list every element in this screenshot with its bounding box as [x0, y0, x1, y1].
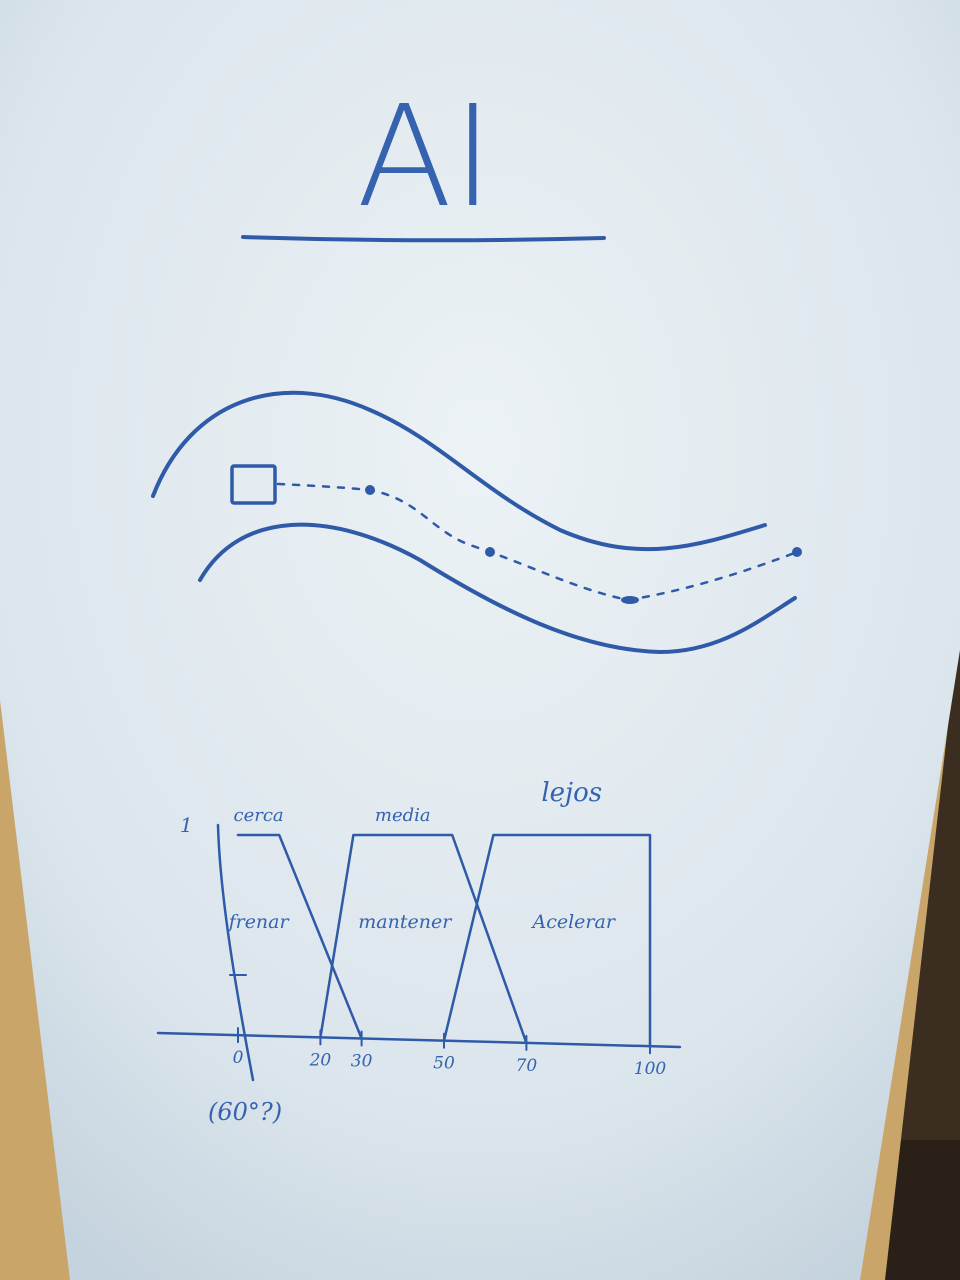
- car-box: [230, 464, 277, 505]
- waypoint-dot: [485, 547, 495, 557]
- action-label-acelerar: Acelerar: [530, 911, 616, 933]
- y-tick-label: 1: [180, 813, 193, 837]
- waypoint-dot: [792, 547, 802, 557]
- waypoint-dot: [621, 596, 639, 604]
- set-label-media: media: [375, 805, 431, 826]
- x-tick-label: 20: [309, 1050, 332, 1070]
- membership-curves: [236, 833, 652, 1048]
- x-ticks: 0 20 30 50 70 100: [233, 1027, 667, 1079]
- road-top-edge: [151, 390, 767, 552]
- angle-note: (60°?): [208, 1098, 282, 1126]
- action-label-mantener: mantener: [358, 911, 453, 933]
- action-label-frenar: frenar: [227, 911, 291, 933]
- x-tick-label: 100: [634, 1059, 667, 1079]
- membership-curve-media: [319, 833, 528, 1045]
- road-diagram: [151, 390, 802, 654]
- board-title: AI: [356, 76, 493, 239]
- membership-curve-lejos: [442, 833, 652, 1048]
- set-label-lejos: lejos: [541, 778, 602, 808]
- x-tick-label: 0: [233, 1048, 244, 1068]
- membership-curve-cerca: [236, 833, 363, 1040]
- set-label-cerca: cerca: [234, 805, 284, 826]
- path-dashed-line: [276, 482, 799, 602]
- x-tick-label: 70: [516, 1056, 538, 1076]
- x-tick-label: 50: [433, 1054, 455, 1074]
- title-underline: [241, 235, 606, 243]
- y-axis: [216, 823, 255, 1082]
- road-bottom-edge: [198, 522, 797, 654]
- x-tick-label: 30: [351, 1052, 373, 1072]
- waypoint-dot: [365, 485, 375, 495]
